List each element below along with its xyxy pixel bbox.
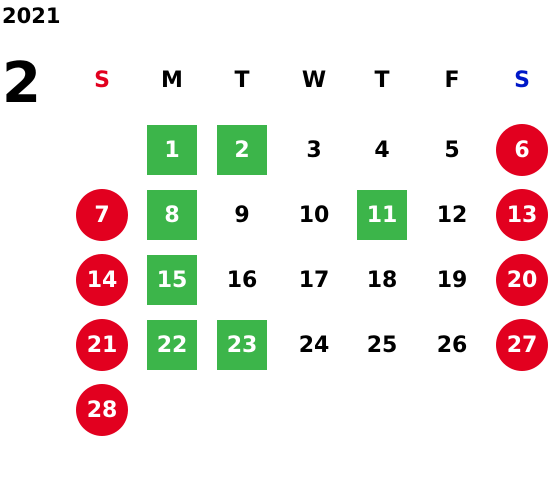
day-cell-2[interactable]: 2 <box>217 125 267 175</box>
day-cell-28[interactable]: 28 <box>76 384 128 436</box>
day-cell-15[interactable]: 15 <box>147 255 197 305</box>
day-cell-19[interactable]: 19 <box>436 267 468 293</box>
day-cell-6[interactable]: 6 <box>496 124 548 176</box>
day-cell-4[interactable]: 4 <box>374 137 390 163</box>
weekday-friday: F <box>444 68 460 93</box>
weekday-thursday: T <box>374 68 390 93</box>
day-cell-1[interactable]: 1 <box>147 125 197 175</box>
day-cell-9[interactable]: 9 <box>234 202 250 228</box>
day-cell-7[interactable]: 7 <box>76 189 128 241</box>
day-cell-21[interactable]: 21 <box>76 319 128 371</box>
day-cell-3[interactable]: 3 <box>306 137 322 163</box>
year-label: 2021 <box>2 4 61 28</box>
day-cell-24[interactable]: 24 <box>298 332 330 358</box>
day-cell-22[interactable]: 22 <box>147 320 197 370</box>
weekday-monday: M <box>161 68 183 93</box>
day-cell-18[interactable]: 18 <box>366 267 398 293</box>
weekday-sunday: S <box>94 68 110 93</box>
weekday-wednesday: W <box>301 68 327 93</box>
day-cell-8[interactable]: 8 <box>147 190 197 240</box>
day-cell-13[interactable]: 13 <box>496 189 548 241</box>
month-number: 2 <box>2 51 41 116</box>
day-cell-27[interactable]: 27 <box>496 319 548 371</box>
weekday-saturday: S <box>514 68 530 93</box>
day-cell-16[interactable]: 16 <box>226 267 258 293</box>
day-cell-23[interactable]: 23 <box>217 320 267 370</box>
weekday-tuesday: T <box>234 68 250 93</box>
day-cell-12[interactable]: 12 <box>436 202 468 228</box>
day-cell-5[interactable]: 5 <box>444 137 460 163</box>
day-cell-10[interactable]: 10 <box>298 202 330 228</box>
day-cell-17[interactable]: 17 <box>298 267 330 293</box>
day-cell-11[interactable]: 11 <box>357 190 407 240</box>
day-cell-14[interactable]: 14 <box>76 254 128 306</box>
day-cell-20[interactable]: 20 <box>496 254 548 306</box>
day-cell-25[interactable]: 25 <box>366 332 398 358</box>
day-cell-26[interactable]: 26 <box>436 332 468 358</box>
